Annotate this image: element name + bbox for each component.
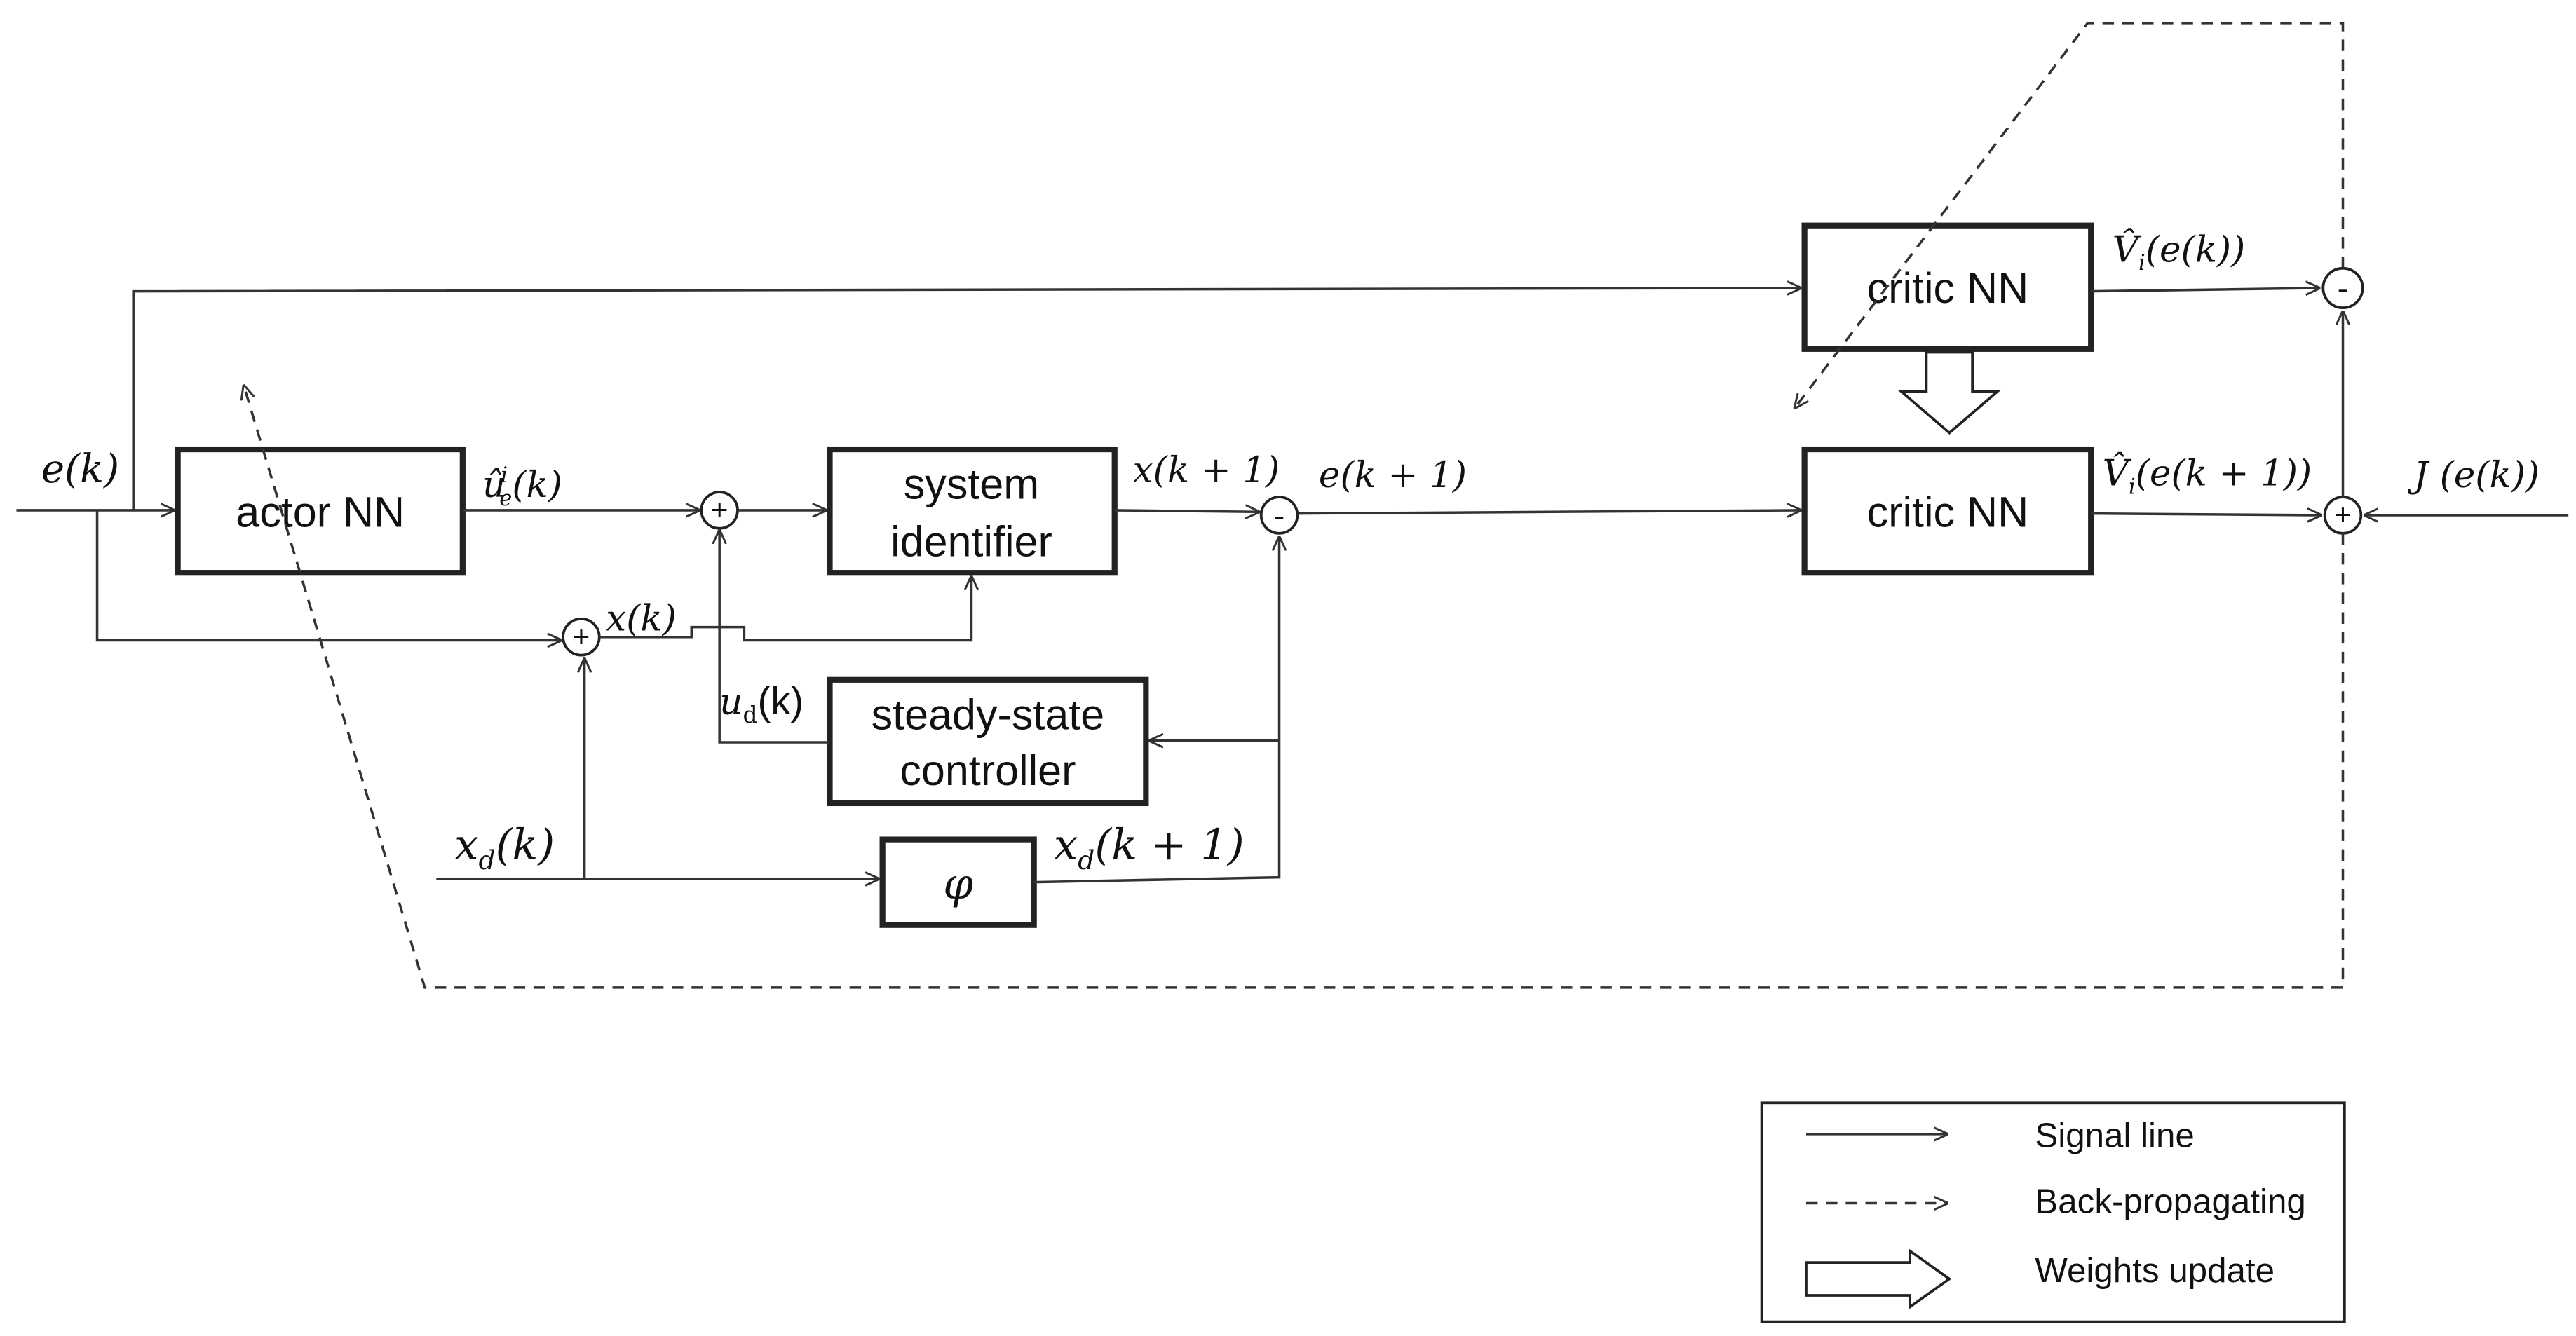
minus-sign: - [1274, 496, 1285, 533]
steady-state-label-line1: steady-state [872, 690, 1105, 738]
system-identifier-label-line2: identifier [890, 518, 1052, 566]
plus-sign: + [711, 493, 728, 526]
sum-junction-critic-top: - [2321, 266, 2364, 309]
u-hat-argument: (k) [512, 464, 562, 506]
xd-k1-subscript: d [1078, 845, 1094, 875]
v-bottom-subscript: i [2129, 475, 2136, 499]
x-d-argument: (k) [496, 820, 555, 870]
critic-nn-bottom-block: critic NN [1801, 446, 2094, 576]
u-d-subscript: d [743, 701, 757, 728]
u-hat-superscript: i [501, 463, 508, 488]
legend-weights-update: Weights update [1805, 1248, 2275, 1310]
label-v-bottom: V̂i(e(k + 1)) [2103, 451, 2312, 499]
u-hat-subscript: e [499, 486, 512, 511]
steady-state-controller-block: steady-state controller [827, 676, 1149, 807]
label-xd-k1: xd(k + 1) [1054, 820, 1245, 875]
plus-sign: + [2334, 498, 2352, 531]
label-x-d-k: xd(k) [454, 820, 555, 875]
v-bottom-argument: (e(k + 1)) [2136, 453, 2312, 495]
u-d-argument: (k) [757, 679, 804, 723]
label-e-k: e(k) [41, 447, 119, 492]
xd-k1-symbol: x [1054, 820, 1078, 870]
steady-state-label-line2: controller [900, 747, 1076, 794]
u-hat-symbol: û [482, 464, 506, 506]
legend-signal-line-label: Signal line [2035, 1117, 2194, 1155]
minus-sign: - [2338, 269, 2349, 306]
label-v-top: V̂i(e(k)) [2113, 228, 2246, 275]
legend-weights-update-label: Weights update [2035, 1251, 2275, 1290]
v-bottom-symbol: V̂ [2103, 451, 2132, 494]
actor-nn-block: actor NN [175, 446, 466, 576]
v-top-argument: (e(k)) [2145, 229, 2245, 271]
x-d-subscript: d [479, 845, 496, 875]
label-x-k1: x(k + 1) [1133, 449, 1280, 491]
weights-update-arrow-icon [1898, 350, 2001, 435]
system-identifier-block: system identifier [827, 446, 1118, 576]
legend-signal-line: Signal line [1805, 1117, 2195, 1155]
sum-junction-error: - [1259, 496, 1299, 535]
label-e-k1: e(k + 1) [1319, 454, 1467, 496]
system-identifier-label-line1: system [904, 461, 1039, 508]
legend: Signal line Back-propagating Weights upd… [1760, 1101, 2346, 1323]
x-d-symbol: x [454, 820, 478, 870]
critic-nn-top-block: critic NN [1801, 222, 2094, 352]
actor-nn-label: actor NN [236, 488, 405, 536]
legend-back-propagating: Back-propagating [1805, 1182, 2306, 1221]
label-u-d: ud(k) [719, 679, 804, 728]
v-top-subscript: i [2138, 251, 2145, 275]
label-j: J (e(k)) [2407, 454, 2540, 496]
back-propagation-lines [244, 22, 2345, 989]
sum-junction-critic-bottom: + [2323, 496, 2363, 535]
sum-junction-x: + [562, 618, 601, 657]
v-top-symbol: V̂ [2113, 228, 2142, 271]
plus-sign: + [573, 620, 590, 653]
u-d-symbol: u [719, 681, 743, 723]
xd-k1-argument: (k + 1) [1094, 820, 1244, 870]
critic-nn-bottom-label: critic NN [1867, 488, 2029, 536]
hollow-arrow-icon [1805, 1248, 1952, 1310]
sum-junction-u: + [700, 491, 739, 530]
critic-nn-top-label: critic NN [1867, 264, 2029, 312]
signal-lines [16, 288, 2569, 882]
label-x-k: x(k) [606, 597, 677, 639]
phi-label: φ [943, 859, 973, 909]
phi-block: φ [879, 836, 1037, 928]
legend-back-propagating-label: Back-propagating [2035, 1182, 2305, 1221]
